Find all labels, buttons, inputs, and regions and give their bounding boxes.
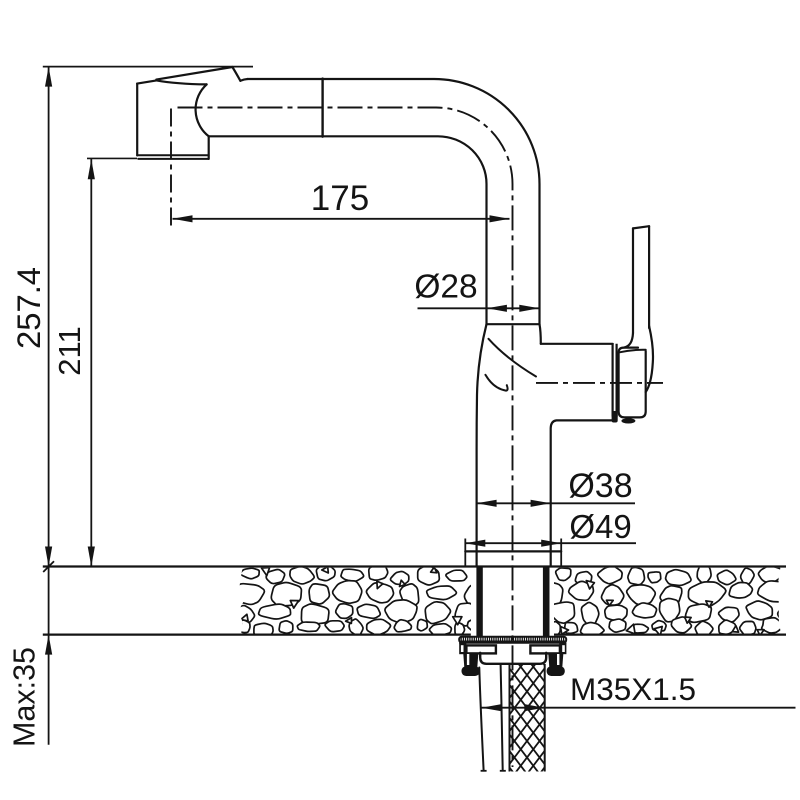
svg-text:175: 175: [311, 179, 369, 218]
svg-text:Ø49: Ø49: [569, 508, 631, 545]
svg-text:Max:35: Max:35: [7, 647, 41, 747]
svg-text:M35X1.5: M35X1.5: [570, 671, 696, 707]
svg-text:Ø38: Ø38: [568, 467, 632, 505]
svg-text:257.4: 257.4: [10, 267, 47, 349]
svg-text:211: 211: [52, 326, 87, 375]
svg-text:Ø28: Ø28: [414, 269, 477, 306]
